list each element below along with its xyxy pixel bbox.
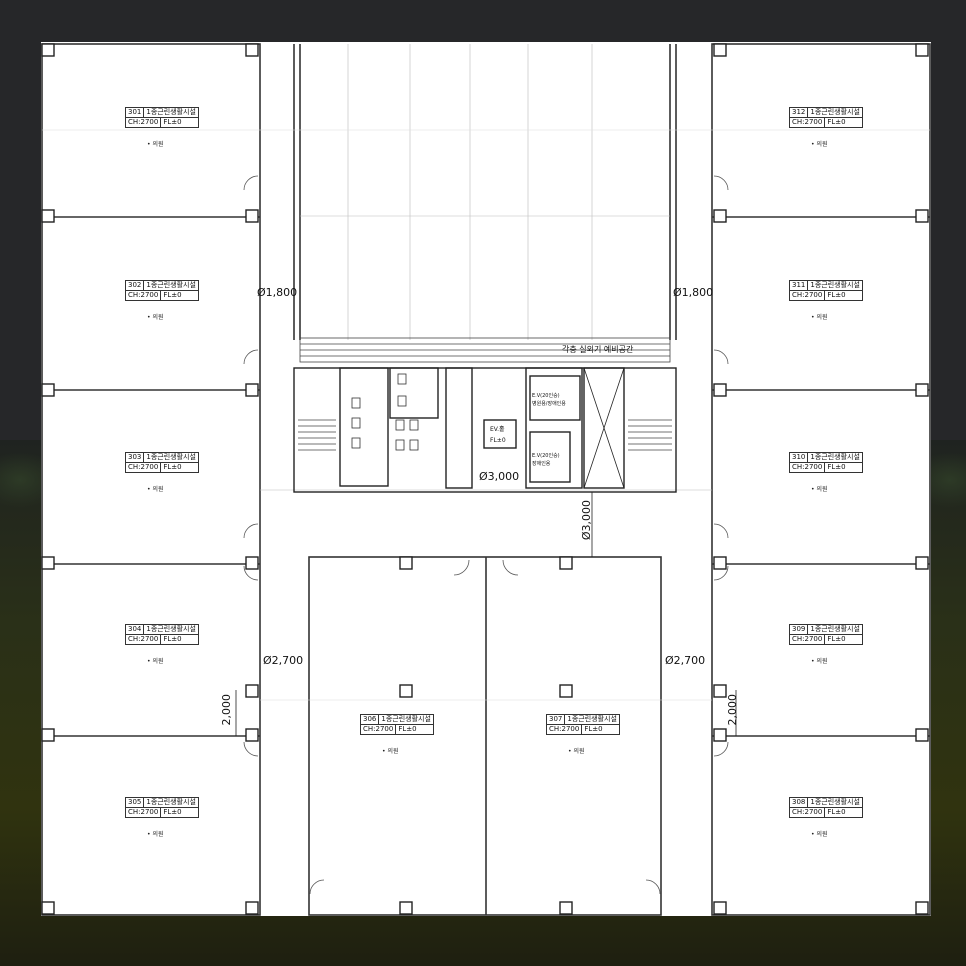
dimension-core-side: Ø3,000: [580, 500, 593, 541]
unit-ceiling-height: CH:2700: [792, 808, 823, 816]
dimension-corridor-right-top: Ø1,800: [673, 286, 714, 299]
unit-ceiling-height: CH:2700: [128, 808, 159, 816]
unit-floor-level: FL±0: [160, 118, 183, 127]
unit-use: 1종근린생활시설: [378, 715, 433, 724]
outer-walls: [41, 43, 931, 916]
unit-use: 1종근린생활시설: [807, 453, 862, 462]
toilet-fixtures: [351, 373, 419, 451]
elevator-1-sub-label: 병원용/장애인용: [532, 401, 566, 407]
elevator-1-label: E.V(20인승): [532, 393, 560, 399]
dimension-lines: [235, 492, 737, 736]
unit-use: 1종근린생활시설: [143, 625, 198, 634]
unit-number: 309: [792, 625, 806, 633]
core-block: [293, 367, 677, 493]
doors: [243, 175, 729, 895]
unit-use: 1종근린생활시설: [564, 715, 619, 724]
grid-lines: [42, 44, 930, 701]
unit-ceiling-height: CH:2700: [792, 291, 823, 299]
unit-floor-level: FL±0: [824, 291, 847, 300]
unit-note-305: • 의원: [147, 831, 164, 838]
unit-floor-level: FL±0: [160, 463, 183, 472]
unit-floor-level: FL±0: [395, 725, 418, 734]
unit-ceiling-height: CH:2700: [363, 725, 394, 733]
unit-note-309: • 의원: [811, 658, 828, 665]
unit-note-301: • 의원: [147, 141, 164, 148]
stairs: [298, 419, 672, 451]
unit-use: 1종근린생활시설: [807, 281, 862, 290]
unit-number: 305: [128, 798, 142, 806]
unit-ceiling-height: CH:2700: [792, 118, 823, 126]
unit-note-303: • 의원: [147, 486, 164, 493]
ev-hall-fl-label: FL±0: [490, 437, 506, 444]
unit-ceiling-height: CH:2700: [128, 291, 159, 299]
unit-number: 302: [128, 281, 142, 289]
dimension-corridor-left-top: Ø1,800: [257, 286, 298, 299]
unit-use: 1종근린생활시설: [143, 453, 198, 462]
elevator-2-label: E.V(20인승): [532, 453, 560, 459]
unit-floor-level: FL±0: [581, 725, 604, 734]
unit-number: 303: [128, 453, 142, 461]
unit-ceiling-height: CH:2700: [549, 725, 580, 733]
unit-number: 306: [363, 715, 377, 723]
unit-note-302: • 의원: [147, 314, 164, 321]
unit-floor-level: FL±0: [824, 808, 847, 817]
unit-number: 310: [792, 453, 806, 461]
unit-note-308: • 의원: [811, 831, 828, 838]
dimension-corridor-left-bottom: Ø2,700: [263, 654, 304, 667]
columns: [41, 43, 929, 915]
unit-note-306: • 의원: [382, 748, 399, 755]
dimension-gap-right: 2,000: [726, 694, 739, 726]
unit-note-310: • 의원: [811, 486, 828, 493]
unit-ceiling-height: CH:2700: [128, 635, 159, 643]
unit-use: 1종근린생활시설: [807, 625, 862, 634]
unit-floor-level: FL±0: [824, 463, 847, 472]
unit-note-307: • 의원: [568, 748, 585, 755]
ev-hall-label: EV.홀: [490, 426, 505, 433]
unit-floor-level: FL±0: [160, 635, 183, 644]
unit-floor-level: FL±0: [160, 808, 183, 817]
unit-floor-level: FL±0: [824, 635, 847, 644]
dimension-core-front: Ø3,000: [479, 470, 520, 483]
dimension-corridor-right-bottom: Ø2,700: [665, 654, 706, 667]
unit-floor-level: FL±0: [160, 291, 183, 300]
unit-number: 304: [128, 625, 142, 633]
unit-number: 312: [792, 108, 806, 116]
unit-number: 308: [792, 798, 806, 806]
unit-floor-level: FL±0: [824, 118, 847, 127]
reserve-space-label: 각층 실외기 예비공간: [562, 345, 634, 354]
unit-number: 301: [128, 108, 142, 116]
reserve-space-band: [299, 337, 671, 363]
unit-note-304: • 의원: [147, 658, 164, 665]
unit-use: 1종근린생활시설: [143, 108, 198, 117]
unit-number: 311: [792, 281, 806, 289]
unit-note-311: • 의원: [811, 314, 828, 321]
unit-use: 1종근린생활시설: [807, 108, 862, 117]
unit-ceiling-height: CH:2700: [792, 635, 823, 643]
unit-ceiling-height: CH:2700: [128, 118, 159, 126]
unit-ceiling-height: CH:2700: [792, 463, 823, 471]
unit-number: 307: [549, 715, 563, 723]
unit-use: 1종근린생활시설: [143, 281, 198, 290]
unit-note-312: • 의원: [811, 141, 828, 148]
unit-use: 1종근린생활시설: [143, 798, 198, 807]
unit-ceiling-height: CH:2700: [128, 463, 159, 471]
dimension-gap-left: 2,000: [220, 694, 233, 726]
unit-use: 1종근린생활시설: [807, 798, 862, 807]
elevator-2-sub-label: 장애인용: [532, 461, 551, 467]
